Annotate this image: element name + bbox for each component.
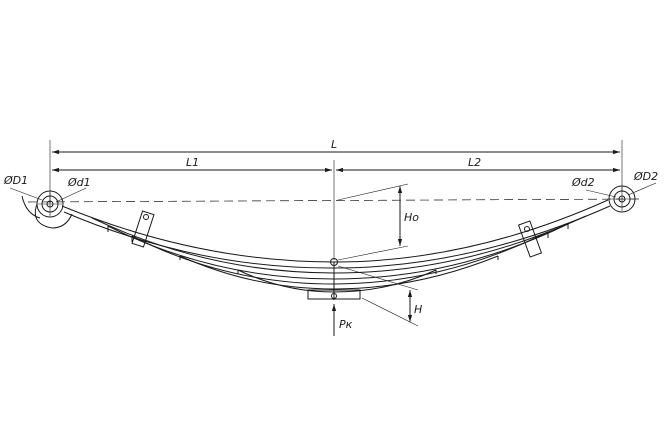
dimension-H: H [337, 265, 422, 327]
load-arrow-Pk: Pк [331, 304, 353, 336]
label-Pk: Pк [339, 318, 353, 331]
label-H: H [414, 303, 422, 316]
label-D1: ØD1 [3, 174, 28, 187]
center-bolt [330, 258, 338, 300]
label-d1: Ød1 [67, 176, 91, 189]
label-D2: ØD2 [633, 170, 658, 183]
left-eye: ØD1 Ød1 [3, 174, 91, 229]
label-L1: L1 [186, 156, 199, 169]
rebound-clip-right [517, 220, 543, 258]
label-L: L [331, 138, 337, 151]
right-eye: Ød2 ØD2 [571, 170, 658, 213]
eye-axis-line [27, 198, 643, 203]
label-L2: L2 [468, 156, 481, 169]
rebound-clip-left [131, 210, 155, 248]
label-Ho: Ho [404, 211, 419, 224]
label-d2: Ød2 [571, 176, 595, 189]
dimension-lines: L L1 L2 [49, 138, 623, 260]
dimension-Ho: Ho [337, 183, 419, 261]
